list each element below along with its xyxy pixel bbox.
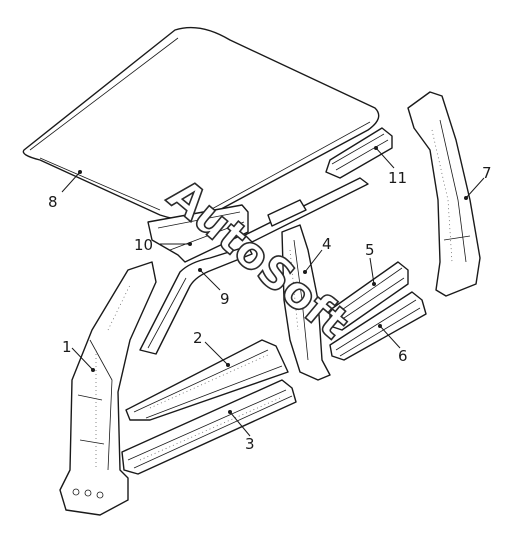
callout-4: 4 — [303, 235, 332, 274]
callout-label-5: 5 — [365, 241, 375, 259]
callout-3: 3 — [228, 410, 255, 453]
part-front-pillar — [59, 261, 157, 516]
part-windshield-pillar — [139, 245, 253, 355]
callout-label-4: 4 — [322, 235, 332, 253]
callout-label-1: 1 — [62, 338, 72, 356]
part-sill-reinforcement — [329, 261, 409, 331]
callout-6: 6 — [378, 324, 408, 365]
part-rear-roof-rail — [325, 127, 393, 179]
callout-2: 2 — [193, 329, 230, 367]
part-roof-panel — [22, 26, 380, 221]
callout-label-3: 3 — [245, 435, 255, 453]
callout-label-10: 10 — [134, 236, 153, 254]
callout-label-11: 11 — [388, 169, 407, 187]
part-roof-side-rail — [244, 177, 369, 243]
callout-label-9: 9 — [220, 290, 230, 308]
callout-label-6: 6 — [398, 347, 408, 365]
callout-label-7: 7 — [482, 164, 492, 182]
part-front-roof-rail — [147, 204, 249, 263]
callout-label-2: 2 — [193, 329, 203, 347]
part-center-pillar — [281, 224, 331, 381]
callout-10: 10 — [134, 236, 192, 254]
part-rocker-panel — [125, 339, 289, 421]
callout-9: 9 — [198, 268, 230, 308]
part-rear-pillar — [407, 91, 481, 297]
callout-8: 8 — [48, 170, 82, 211]
callout-7: 7 — [464, 164, 492, 200]
callout-5: 5 — [365, 241, 376, 286]
part-lower-sill — [121, 379, 297, 475]
callout-label-8: 8 — [48, 193, 58, 211]
callout-11: 11 — [374, 146, 407, 187]
callout-1: 1 — [62, 338, 95, 372]
